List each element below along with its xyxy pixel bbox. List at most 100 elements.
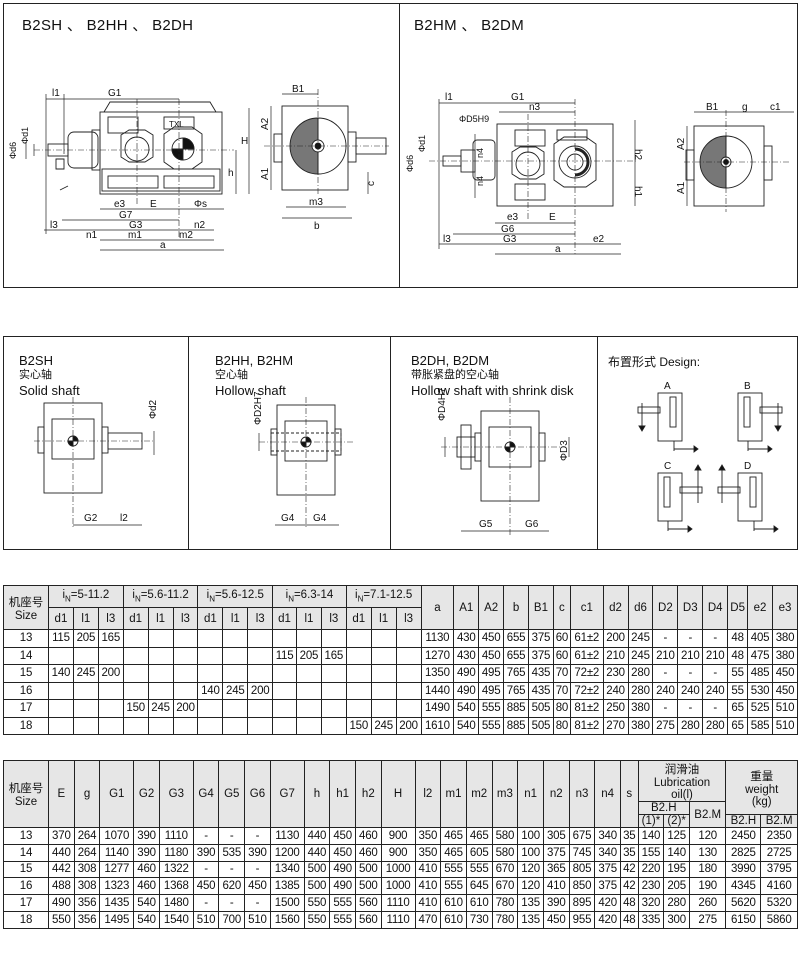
table-cell: 1277 bbox=[99, 860, 135, 879]
table-cell bbox=[122, 664, 149, 683]
table-cell: 655 bbox=[503, 646, 529, 665]
table-cell: 450 bbox=[772, 664, 798, 683]
table-cell bbox=[295, 699, 322, 718]
table-cell: 135 bbox=[517, 910, 544, 929]
table-cell bbox=[345, 681, 372, 700]
table-cell: 340 bbox=[594, 843, 621, 862]
design-c: C bbox=[657, 461, 703, 533]
table-cell: 356 bbox=[73, 910, 101, 929]
sub-col-header: d1 bbox=[122, 607, 149, 630]
table-cell bbox=[247, 646, 274, 665]
table-cell bbox=[72, 699, 99, 718]
svg-text:m1: m1 bbox=[128, 230, 142, 241]
table-cell bbox=[222, 629, 249, 648]
table-cell bbox=[272, 699, 297, 718]
table-cell: 240 bbox=[652, 681, 679, 700]
left-drawing-title: B2SH 、 B2HH 、 B2DH bbox=[22, 17, 194, 34]
shrink-disk-drawing: ΦD4H7 ΦD3 G5 G6 bbox=[437, 387, 570, 537]
table-cell bbox=[395, 629, 422, 648]
table-cell bbox=[172, 716, 199, 735]
table-cell: 550 bbox=[48, 910, 75, 929]
table-cell: 675 bbox=[568, 827, 596, 845]
svg-text:m3: m3 bbox=[309, 197, 323, 208]
table-cell: 70 bbox=[552, 664, 571, 683]
table-cell: 230 bbox=[602, 664, 629, 683]
table-cell bbox=[147, 681, 174, 700]
table-cell: 1180 bbox=[158, 843, 194, 862]
table-cell: 1480 bbox=[158, 894, 194, 912]
table-cell bbox=[345, 699, 372, 718]
table-cell: 260 bbox=[688, 894, 727, 912]
table-cell: 420 bbox=[594, 910, 621, 929]
svg-text:l1: l1 bbox=[52, 88, 60, 99]
table-cell: 320 bbox=[637, 894, 665, 912]
sub-col-header: l3 bbox=[320, 607, 347, 630]
svg-text:e3: e3 bbox=[507, 212, 519, 223]
svg-text:B: B bbox=[744, 381, 751, 392]
svg-text:G3: G3 bbox=[129, 220, 143, 231]
svg-text:D: D bbox=[744, 461, 751, 472]
table-cell: 200 bbox=[395, 716, 422, 735]
wt-sub-header: B2.M bbox=[760, 814, 798, 828]
table-cell: 150 bbox=[122, 699, 149, 718]
svg-text:G6: G6 bbox=[525, 519, 539, 530]
design-a: A bbox=[637, 381, 699, 453]
size-cell: 14 bbox=[3, 646, 49, 665]
table-cell bbox=[295, 681, 322, 700]
table-cell bbox=[370, 699, 397, 718]
gearbox-front-view-drawing-hm: l1 G1 ΦD5H9 n3 h2 h1 n4 n4 e3 E G6 l3 G3… bbox=[405, 92, 643, 255]
col-header: n1 bbox=[517, 760, 544, 828]
table-cell: 670 bbox=[491, 877, 519, 896]
col-header: m2 bbox=[465, 760, 493, 828]
svg-text:Φs: Φs bbox=[194, 199, 207, 210]
table-cell: 370 bbox=[48, 827, 75, 845]
table-cell bbox=[320, 716, 347, 735]
col-header: G2 bbox=[133, 760, 160, 828]
table-cell: - bbox=[244, 894, 271, 912]
table-cell: 440 bbox=[48, 843, 75, 862]
table-cell: 500 bbox=[303, 877, 331, 896]
table-cell: 1368 bbox=[158, 877, 194, 896]
size-cell: 18 bbox=[3, 716, 49, 735]
table-cell: 550 bbox=[303, 894, 331, 912]
table-cell bbox=[295, 716, 322, 735]
table-cell: 5620 bbox=[725, 894, 762, 912]
table-cell bbox=[172, 629, 199, 648]
col-header: g bbox=[73, 760, 101, 828]
table-cell: 485 bbox=[747, 664, 773, 683]
table-cell: 410 bbox=[542, 877, 570, 896]
table-cell: 580 bbox=[491, 843, 519, 862]
table-cell: 380 bbox=[772, 646, 798, 665]
table-cell: 61±2 bbox=[569, 629, 604, 648]
table-cell: 780 bbox=[491, 910, 519, 929]
table-cell: 200 bbox=[247, 681, 274, 700]
table-cell: 180 bbox=[688, 860, 727, 879]
table-cell: 245 bbox=[627, 629, 654, 648]
size-cell: 14 bbox=[3, 843, 49, 862]
ratio-group-header: iN=6.3-14 bbox=[272, 585, 347, 608]
table-cell: - bbox=[192, 860, 220, 879]
table-cell bbox=[295, 629, 322, 648]
table-cell: 6150 bbox=[725, 910, 762, 929]
table-cell: 495 bbox=[478, 664, 505, 683]
table-cell: 390 bbox=[192, 843, 220, 862]
wt-sub-header: B2.H bbox=[725, 814, 762, 828]
svg-text:A2: A2 bbox=[676, 137, 687, 150]
table-cell: 490 bbox=[329, 877, 356, 896]
table-cell: 1000 bbox=[380, 860, 416, 879]
table-cell: 460 bbox=[354, 843, 382, 862]
svg-text:G5: G5 bbox=[479, 519, 493, 530]
svg-text:n2: n2 bbox=[194, 220, 206, 231]
lub-sub-header: (2)* bbox=[663, 814, 690, 828]
table-cell bbox=[172, 664, 199, 683]
sub-col-header: l1 bbox=[370, 607, 397, 630]
col-header: m1 bbox=[440, 760, 467, 828]
svg-text:a: a bbox=[160, 240, 166, 251]
table-cell: 440 bbox=[303, 843, 331, 862]
table-cell bbox=[395, 646, 422, 665]
svg-text:Φd6: Φd6 bbox=[8, 142, 18, 159]
table-cell: 120 bbox=[517, 860, 544, 879]
